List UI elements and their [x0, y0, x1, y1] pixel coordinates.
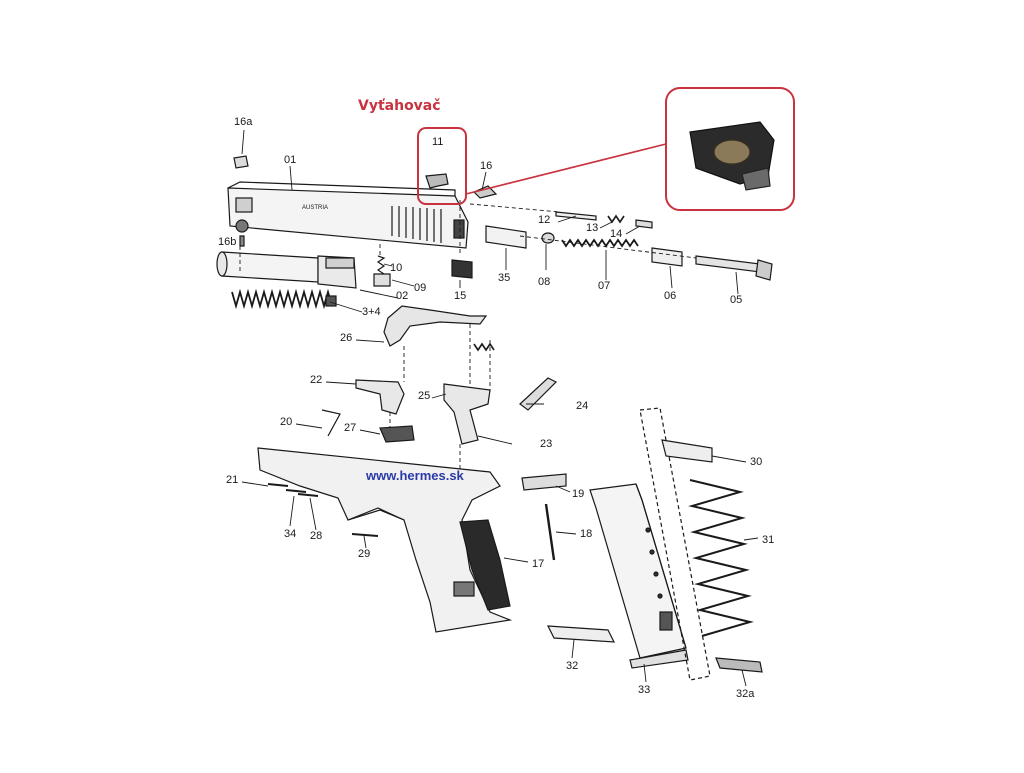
label-17: 17: [532, 558, 545, 570]
part-08-shape: [541, 232, 555, 244]
part-22-shape: [355, 379, 405, 415]
leader-lines: [241, 129, 759, 687]
label-14: 14: [610, 228, 623, 240]
part-05-shape: [695, 255, 761, 273]
label-12: 12: [538, 214, 551, 226]
part-29-shape: [351, 533, 379, 537]
watermark-text: www.hermes.sk: [366, 468, 464, 483]
label-32: 32: [566, 660, 579, 672]
label-3-4: 3+4: [362, 306, 381, 318]
label-30: 30: [750, 456, 763, 468]
label-21: 21: [226, 474, 239, 486]
part-07-shape: [561, 238, 639, 248]
part-31-shape: [688, 479, 754, 637]
part-21-shape: [267, 483, 289, 487]
label-23: 23: [540, 438, 553, 450]
extractor-shape: [425, 173, 449, 189]
frame-part: [257, 447, 513, 633]
slide-part: [227, 181, 469, 249]
part-28-shape: [297, 493, 319, 497]
recoil-spring-part: [231, 288, 337, 310]
label-13: 13: [586, 222, 599, 234]
label-28: 28: [310, 530, 323, 542]
label-33: 33: [638, 684, 651, 696]
label-16: 16: [480, 160, 493, 172]
label-25: 25: [418, 390, 431, 402]
part-16-shape: [472, 185, 498, 199]
label-10: 10: [390, 262, 403, 274]
extractor-photo-box: [665, 87, 795, 211]
label-35: 35: [498, 272, 511, 284]
label-26: 26: [340, 332, 353, 344]
assembly-guides: [239, 200, 697, 470]
diagram-title: Vyťahovač: [358, 98, 441, 114]
label-32a: 32a: [736, 688, 755, 700]
label-01: 01: [284, 154, 297, 166]
part-10-shape: [376, 255, 386, 275]
label-18: 18: [580, 528, 593, 540]
part-30-shape: [661, 439, 713, 463]
label-19: 19: [572, 488, 585, 500]
trigger-spring-shape: [473, 342, 495, 352]
label-07: 07: [598, 280, 611, 292]
label-31: 31: [762, 534, 775, 546]
part-24-shape: [519, 377, 558, 411]
part-09-shape: [373, 273, 391, 287]
label-16a: 16a: [234, 116, 253, 128]
magazine-part: [589, 483, 689, 669]
slide-engraving: AUSTRIA: [302, 205, 329, 211]
label-15: 15: [454, 290, 467, 302]
part-06-shape: [651, 247, 683, 267]
part-15-shape: [451, 259, 473, 279]
part-20-shape: [321, 409, 341, 437]
part-35-shape: [485, 225, 527, 249]
highlight-connector-line: [465, 143, 667, 195]
label-27: 27: [344, 422, 357, 434]
part-32a-shape: [715, 657, 763, 673]
label-11: 11: [432, 136, 444, 148]
label-24: 24: [576, 400, 589, 412]
part-16a-shape: [233, 155, 249, 169]
part-25-shape: [443, 383, 491, 445]
label-20: 20: [280, 416, 293, 428]
label-29: 29: [358, 548, 371, 560]
part-26-shape: [383, 305, 488, 347]
part-27-shape: [379, 425, 415, 443]
label-22: 22: [310, 374, 323, 386]
label-09: 09: [414, 282, 427, 294]
label-16b: 16b: [218, 236, 237, 248]
label-08: 08: [538, 276, 551, 288]
barrel-part: [216, 251, 357, 289]
label-02: 02: [396, 290, 409, 302]
part-05-head: [755, 259, 773, 281]
label-34: 34: [284, 528, 297, 540]
part-34-shape: [285, 489, 307, 493]
label-06: 06: [664, 290, 677, 302]
part-18-shape: [544, 503, 556, 561]
part-32-shape: [546, 625, 616, 643]
part-13-shape: [607, 214, 625, 224]
extractor-highlight-box: [417, 127, 467, 205]
label-05: 05: [730, 294, 743, 306]
part-16b-shape: [239, 235, 245, 247]
extractor-photo: [689, 121, 775, 191]
part-19-shape: [521, 473, 567, 491]
